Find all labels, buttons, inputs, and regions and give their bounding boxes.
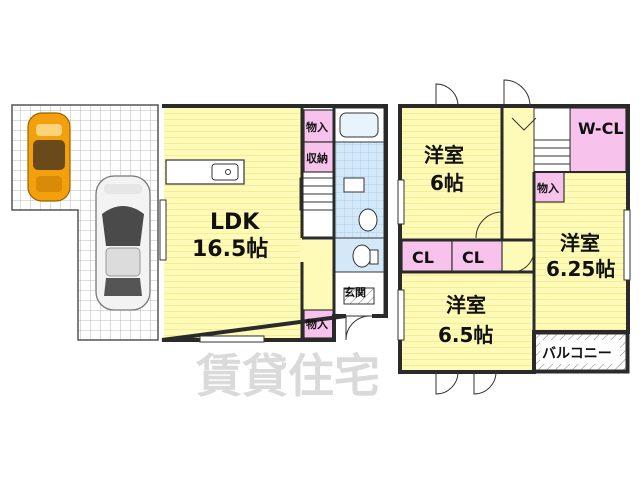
door-swing-icon (475, 211, 503, 239)
door-swing-icon (503, 79, 531, 107)
stairs-1f (299, 177, 335, 211)
bathtub-icon (339, 112, 379, 138)
door-swing-icon (435, 83, 459, 107)
western1-size-label: 6帖 (430, 171, 464, 195)
door-swing-icon (435, 371, 459, 395)
entry-door-icon (345, 315, 371, 341)
orange-car-icon (27, 112, 71, 202)
washer-icon (343, 177, 365, 193)
door-swing-icon (511, 249, 535, 273)
storage-label-nyu-2: 物入 (306, 317, 328, 331)
storage-label-nyu-3: 物入 (537, 181, 559, 195)
western3-size-label: 6.25帖 (546, 257, 615, 281)
closet-label-2: CL (462, 248, 484, 267)
ldk-name-label: LDK (210, 210, 260, 235)
second-floor (397, 79, 631, 395)
door-swing-icon (473, 371, 497, 395)
western2-name-label: 洋室 (446, 293, 486, 317)
white-car-icon (95, 175, 151, 311)
first-floor (159, 104, 388, 343)
washbasin-icon (358, 208, 378, 232)
stairs-2f (511, 107, 571, 173)
western3-name-label: 洋室 (560, 231, 600, 255)
closet-label-1: CL (412, 248, 434, 267)
storage-label-nyu-1: 物入 (306, 120, 328, 134)
entrance-floor (343, 287, 375, 305)
balcony-label: バルコニー (542, 346, 612, 362)
storage-label-shuno: 収納 (306, 151, 328, 165)
entrance-label: 玄関 (344, 285, 366, 299)
western1-name-label: 洋室 (424, 143, 464, 167)
ldk-size-label: 16.5帖 (192, 237, 268, 262)
toilet-icon (352, 244, 372, 268)
watermark-text: 賃貸住宅 (195, 349, 380, 403)
western2-size-label: 6.5帖 (438, 323, 493, 347)
walk-in-closet-label: W-CL (578, 119, 624, 138)
